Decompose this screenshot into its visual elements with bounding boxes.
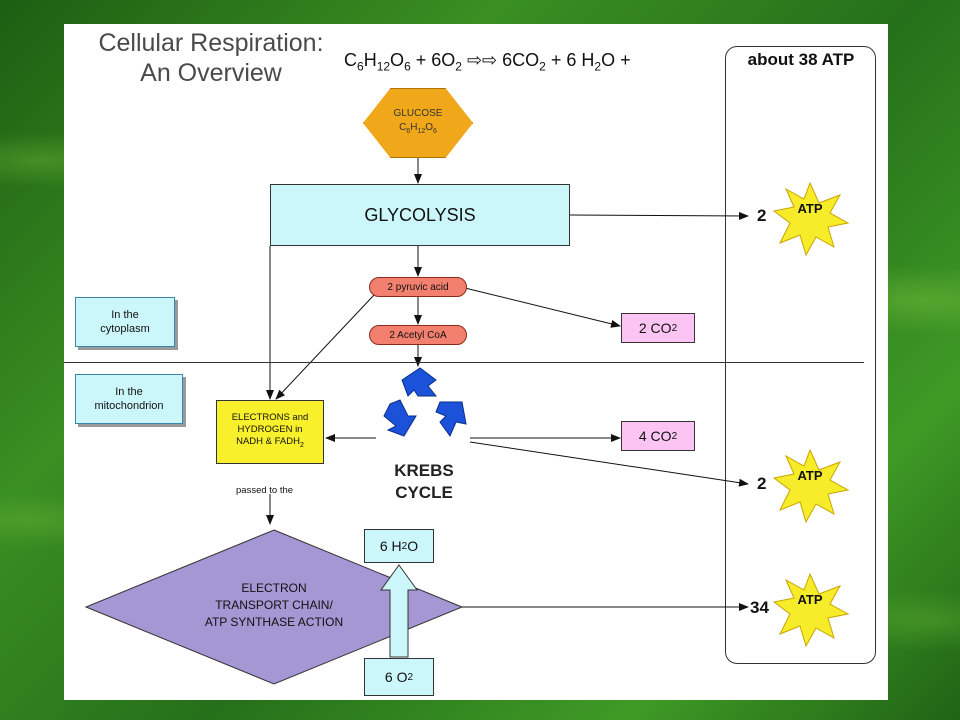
glucose-formula: C6H12O6: [399, 122, 437, 135]
passed-to-label: passed to the: [236, 485, 294, 496]
title-line-2: An Overview: [140, 59, 282, 87]
slide: Cellular Respiration: An Overview C6H12O…: [64, 24, 888, 700]
electrons-hydrogen-box: ELECTRONS and HYDROGEN in NADH & FADH2: [216, 400, 324, 464]
atp-star-3: [772, 572, 850, 648]
oxygen-to-water-arrow: [380, 564, 418, 658]
atp-count-etc: 34: [750, 598, 769, 617]
atp-summary-panel: [725, 46, 876, 664]
krebs-cycle-label: KREBS CYCLE: [394, 461, 454, 502]
atp-count-krebs: 2: [757, 474, 767, 493]
atp-total-header: about 38 ATP: [747, 50, 855, 69]
atp-star-label-2: ATP: [797, 468, 823, 483]
cytoplasm-mitochondrion-divider: [64, 362, 864, 363]
atp-star-2: [772, 448, 850, 524]
pyruvic-acid-pill: 2 pyruvic acid: [369, 277, 467, 297]
atp-star-1: [772, 181, 850, 257]
acetyl-coa-pill: 2 Acetyl CoA: [369, 325, 467, 345]
atp-count-glycolysis: 2: [757, 206, 767, 225]
diagram-connectors: [84, 156, 850, 685]
slide-title: Cellular Respiration: An Overview: [76, 28, 346, 88]
krebs-recycle-icon: [383, 367, 467, 438]
title-line-1: Cellular Respiration:: [98, 29, 324, 57]
electron-transport-chain-label: ELECTRON TRANSPORT CHAIN/ ATP SYNTHASE A…: [204, 581, 344, 629]
glycolysis-box: GLYCOLYSIS: [270, 184, 570, 246]
respiration-equation: C6H12O6 + 6O2 ⇨⇨ 6CO2 + 6 H2O +: [344, 50, 631, 74]
atp-star-label-3: ATP: [797, 592, 823, 607]
atp-star-label-1: ATP: [797, 201, 823, 216]
glucose-hexagon: GLUCOSE C6H12O6: [363, 88, 473, 158]
